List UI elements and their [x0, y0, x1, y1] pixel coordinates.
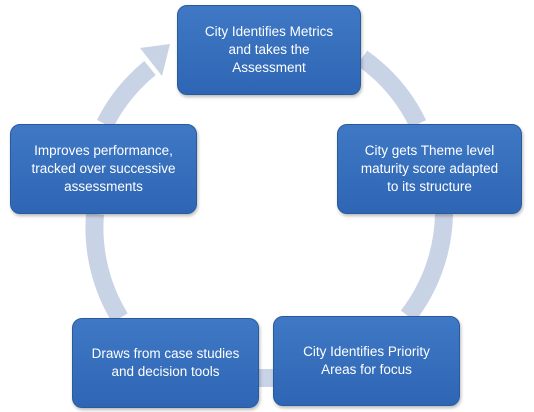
cycle-arrow-head [140, 44, 170, 76]
ring-arc-top-right [356, 50, 427, 129]
ring-arc-right-bottom [400, 213, 453, 322]
step-box-improves-performance: Improves performance, tracked over succe… [10, 124, 197, 214]
step-box-maturity-score: City gets Theme level maturity score ada… [337, 124, 522, 214]
step-box-case-studies: Draws from case studies and decision too… [72, 318, 259, 408]
step-box-identify-metrics: City Identifies Metrics and takes the As… [177, 5, 361, 95]
step-box-priority-areas: City Identifies Priority Areas for focus [273, 316, 460, 406]
ring-arc-left-top [96, 61, 156, 129]
ring-arc-bottom-left [85, 213, 128, 323]
